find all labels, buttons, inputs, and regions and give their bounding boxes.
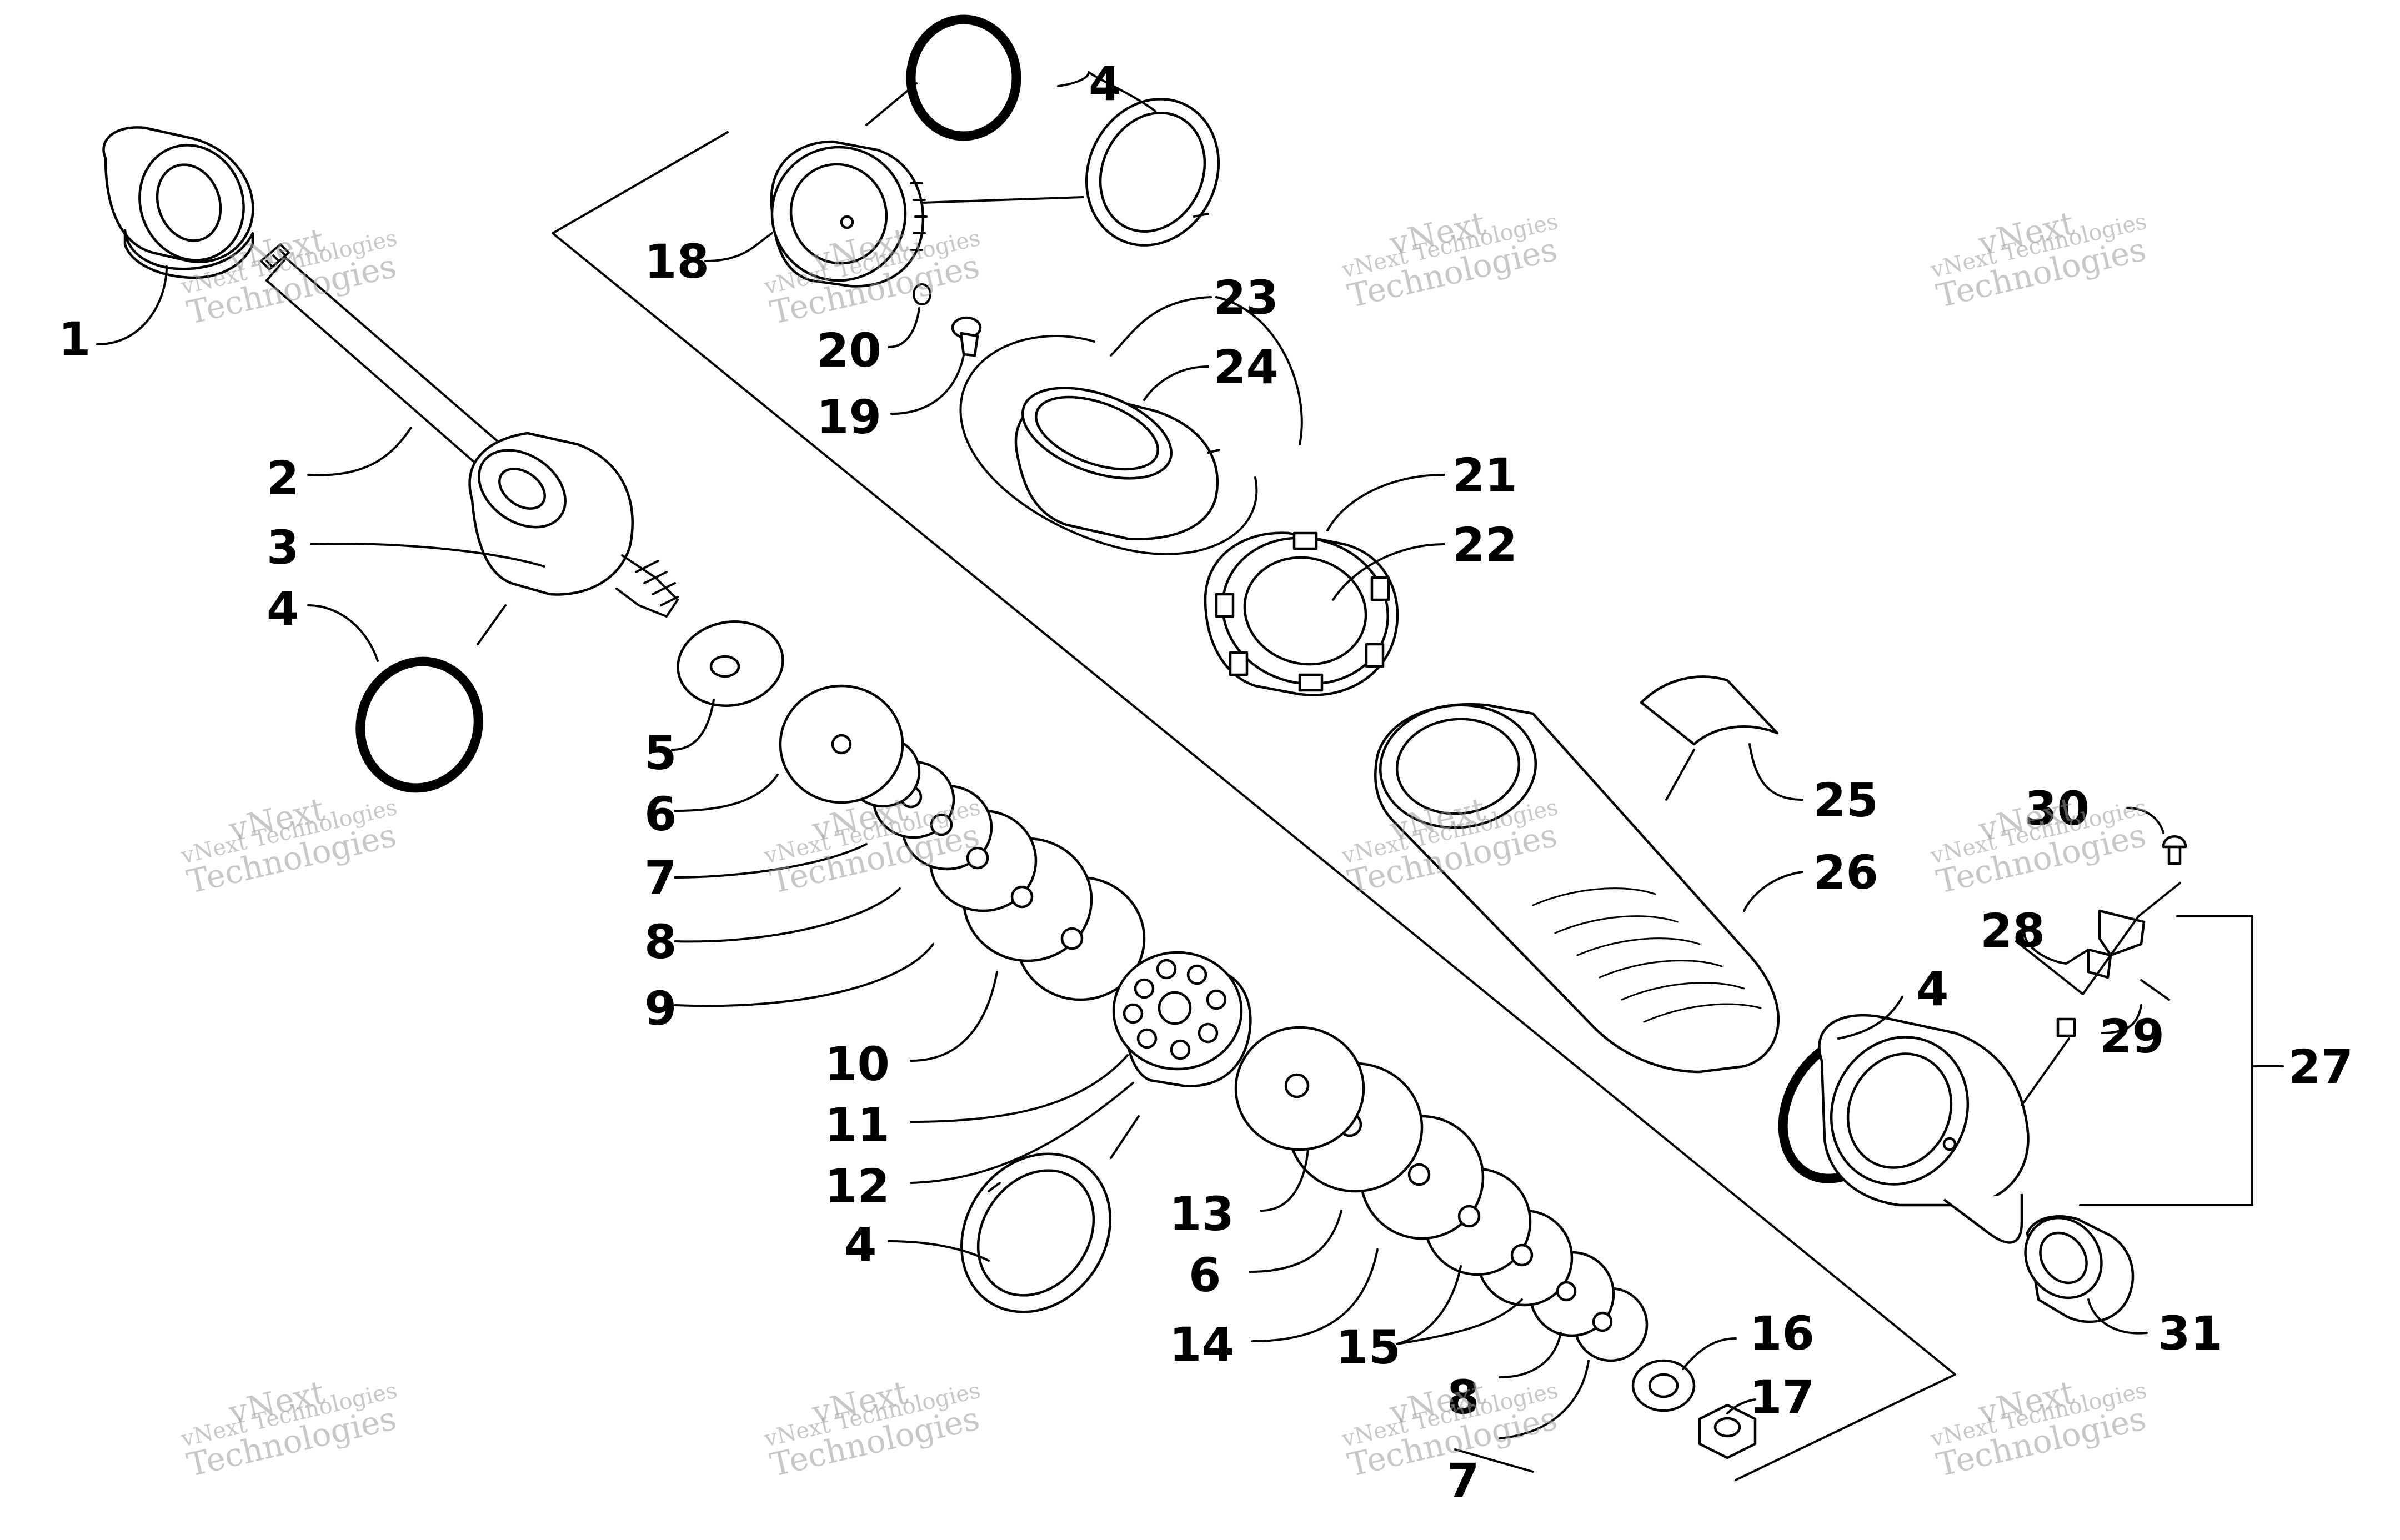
callout-11: 11 <box>825 1098 890 1152</box>
callout-3: 3 <box>267 520 299 575</box>
callout-8b: 8 <box>1447 1370 1479 1424</box>
callout-25: 25 <box>1813 773 1878 827</box>
callout-8a: 8 <box>644 915 677 969</box>
callout-18: 18 <box>644 234 709 289</box>
part-28-fitting <box>2056 909 2146 1037</box>
callout-labels: 1 2 3 4 4 4 4 5 6 6 7 7 8 8 9 10 11 12 1… <box>58 57 2353 1508</box>
watermark: vNext Technologies vNext Technologies <box>761 1373 983 1484</box>
part-13-15-lower-shim-stack <box>1234 1026 1649 1362</box>
callout-6a: 6 <box>644 787 677 841</box>
callout-15: 15 <box>1336 1320 1401 1375</box>
callout-27: 27 <box>2288 1040 2353 1094</box>
part-31-bushing <box>2024 1215 2135 1323</box>
callout-7a: 7 <box>644 851 677 905</box>
part-11-piston <box>1112 951 1252 1087</box>
part-6-10-upper-shim-stack <box>779 684 1146 1001</box>
watermark: vNext Technologies vNext Technologies <box>1339 204 1561 315</box>
watermark: vNext Technologies vNext Technologies <box>1928 1373 2150 1484</box>
part-30-screw <box>2162 835 2187 865</box>
part-2-shaft <box>260 243 534 495</box>
callout-19: 19 <box>816 390 881 444</box>
watermark: vNext Technologies vNext Technologies <box>1928 204 2150 315</box>
callout-12: 12 <box>825 1159 890 1213</box>
callout-5: 5 <box>644 726 677 780</box>
group-bracket-outline <box>552 131 1956 1481</box>
callout-23: 23 <box>1214 270 1279 325</box>
callout-17: 17 <box>1750 1370 1815 1424</box>
callout-7b: 7 <box>1447 1453 1479 1508</box>
callout-4c: 4 <box>844 1217 876 1272</box>
callout-4a: 4 <box>267 581 299 636</box>
callout-22: 22 <box>1452 518 1517 572</box>
part-4-o-ring-left <box>355 656 483 793</box>
part-27-end-cap <box>1818 1014 2030 1244</box>
part-17-nut <box>1698 1403 1757 1459</box>
callout-31: 31 <box>2158 1306 2223 1361</box>
part-19-valve <box>951 316 982 357</box>
part-4-o-ring-top <box>906 14 1021 141</box>
part-25-shield <box>1640 675 1779 746</box>
callout-10: 10 <box>825 1037 890 1091</box>
callout-16: 16 <box>1750 1306 1815 1361</box>
part-24-sleeve <box>1014 387 1220 540</box>
part-29-o-ring <box>2140 979 2170 1001</box>
callout-13: 13 <box>1169 1187 1234 1241</box>
part-1-eye-bushing <box>102 126 254 279</box>
callout-21: 21 <box>1452 448 1517 503</box>
part-5-washer <box>677 620 784 707</box>
callout-24: 24 <box>1214 340 1279 394</box>
callout-4d: 4 <box>1916 962 1948 1016</box>
part-16-washer <box>1631 1359 1696 1412</box>
watermark: vNext Technologies vNext Technologies <box>178 1373 400 1484</box>
callout-30: 30 <box>2025 781 2090 836</box>
callout-9: 9 <box>644 981 677 1036</box>
callout-29: 29 <box>2100 1009 2164 1064</box>
callout-1: 1 <box>58 312 91 367</box>
callout-2: 2 <box>267 451 299 505</box>
part-23-snap-ring <box>959 335 1258 555</box>
leader-lines <box>96 71 2181 1473</box>
part-3-shaft-eye <box>468 432 679 618</box>
part-26-reservoir-body <box>1374 703 1780 1074</box>
bracket-27 <box>2079 915 2284 1206</box>
callout-14: 14 <box>1169 1317 1234 1372</box>
watermarks: vNext Technologies vNext Technologies vN… <box>178 204 2150 1484</box>
callout-20: 20 <box>816 323 881 378</box>
watermark: vNext Technologies vNext Technologies <box>178 790 400 901</box>
part-4-band-top <box>1085 98 1220 247</box>
callout-28: 28 <box>1980 904 2045 958</box>
part-20-o-ring-small <box>913 283 931 305</box>
callout-26: 26 <box>1813 845 1878 900</box>
part-18-reservoir-cap <box>770 140 928 288</box>
callout-6b: 6 <box>1189 1248 1221 1302</box>
part-4-band-bottom <box>960 1152 1111 1313</box>
callout-4b: 4 <box>1089 57 1121 111</box>
part-21-adjuster-nut <box>1204 531 1399 696</box>
